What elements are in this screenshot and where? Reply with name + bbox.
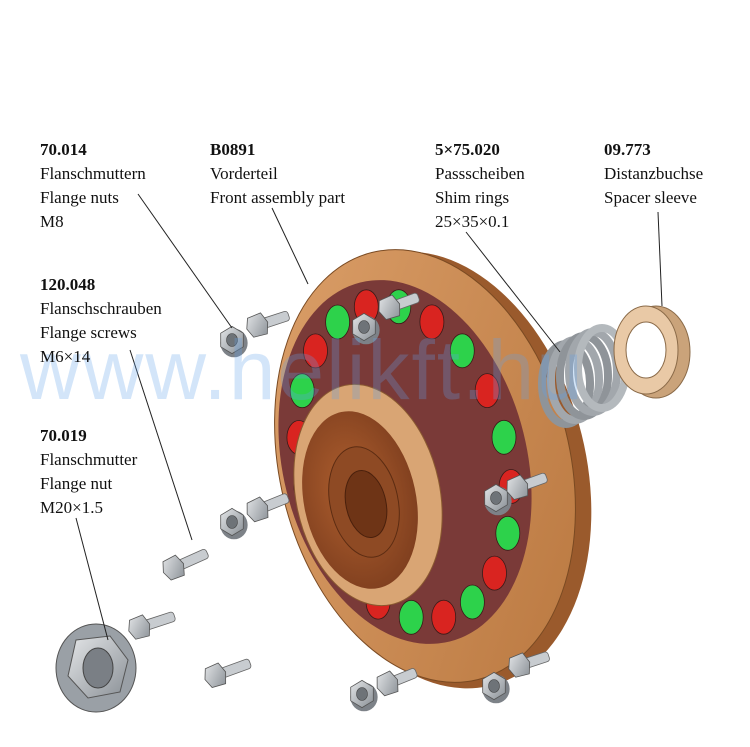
- stud-bolt: [508, 651, 550, 678]
- leader-flange-nut: [75, 517, 109, 641]
- german-name: Flanschmutter: [40, 450, 138, 469]
- flange-nut: [220, 507, 248, 540]
- magnet: [495, 515, 521, 551]
- magnet: [491, 419, 517, 455]
- leader-lines: [75, 193, 663, 641]
- part-number: 120.048: [40, 275, 96, 294]
- german-name: Flanschmuttern: [40, 164, 146, 183]
- bolt-head: [204, 662, 227, 688]
- english-name: Flange screws: [40, 323, 137, 342]
- stud-bolt: [246, 310, 290, 338]
- stud-bolt: [506, 472, 548, 500]
- magnet: [459, 584, 485, 620]
- nut-hole: [82, 647, 114, 689]
- bolt-head: [246, 496, 269, 523]
- part-number: 70.014: [40, 140, 87, 159]
- magnet: [431, 599, 457, 635]
- label-flange-nuts: 70.014 Flanschmuttern Flange nuts M8: [40, 138, 146, 234]
- german-name: Vorderteil: [210, 164, 278, 183]
- nut-hole: [488, 679, 500, 693]
- part-number: 70.019: [40, 426, 87, 445]
- leader-flange-nuts: [137, 193, 233, 329]
- spec: 25×35×0.1: [435, 212, 510, 231]
- bolt-head: [508, 652, 531, 678]
- flange-nut: [352, 312, 380, 345]
- magnet: [289, 373, 315, 409]
- spacer-sleeve: [613, 305, 691, 399]
- label-flange-nut: 70.019 Flanschmutter Flange nut M20×1.5: [40, 424, 137, 520]
- bolt-head: [378, 294, 401, 320]
- english-name: Spacer sleeve: [604, 188, 697, 207]
- spec: M6×14: [40, 347, 91, 366]
- stud-bolt: [246, 493, 290, 523]
- label-spacer: 09.773 Distanzbuchse Spacer sleeve: [604, 138, 703, 210]
- leader-spacer: [657, 211, 663, 307]
- hardware: [128, 292, 550, 712]
- flange-nut: [220, 325, 248, 358]
- german-name: Passscheiben: [435, 164, 525, 183]
- nut-hole: [356, 687, 368, 701]
- label-flange-screws: 120.048 Flanschschrauben Flange screws M…: [40, 273, 162, 369]
- label-shim-rings: 5×75.020 Passscheiben Shim rings 25×35×0…: [435, 138, 525, 234]
- german-name: Flanschschrauben: [40, 299, 162, 318]
- nut-hole: [226, 515, 238, 529]
- flange-screw: [204, 658, 252, 688]
- english-name: Shim rings: [435, 188, 510, 207]
- magnet: [474, 373, 500, 409]
- flange-screw: [128, 611, 176, 640]
- bolt-head: [246, 312, 269, 338]
- part-number: B0891: [210, 140, 256, 159]
- part-number: 5×75.020: [435, 140, 500, 159]
- flange-nut: [482, 671, 510, 704]
- nut-hole: [490, 491, 502, 505]
- leader-flange-screws: [129, 349, 193, 541]
- hub-bore-inner: [344, 469, 388, 539]
- bolt-head: [128, 614, 151, 640]
- flange-nut: [350, 679, 378, 712]
- english-name: Flange nuts: [40, 188, 119, 207]
- spec: M8: [40, 212, 64, 231]
- sleeve-hole: [625, 321, 667, 379]
- stud-bolt: [378, 292, 420, 320]
- spec: M20×1.5: [40, 498, 103, 517]
- magnet: [303, 333, 328, 369]
- magnet: [482, 555, 507, 591]
- large-flange-nut: [55, 623, 137, 713]
- magnet: [419, 304, 445, 340]
- german-name: Distanzbuchse: [604, 164, 704, 183]
- english-name: Front assembly part: [210, 188, 346, 207]
- magnet: [325, 304, 351, 340]
- stud-bolt: [376, 668, 418, 697]
- bolt-head: [506, 474, 529, 500]
- bolt-head: [162, 554, 185, 581]
- front-assembly-part: [274, 249, 592, 689]
- english-name: Flange nut: [40, 474, 113, 493]
- nut-hole: [358, 320, 370, 334]
- leader-shim-rings: [465, 231, 561, 353]
- shim-rings: [538, 324, 630, 428]
- label-front-part: B0891 Vorderteil Front assembly part: [210, 138, 345, 210]
- flange-screw: [162, 548, 209, 581]
- magnet: [449, 333, 475, 369]
- nut-hole: [226, 333, 238, 347]
- flange-nut: [484, 483, 512, 516]
- leader-front-part: [271, 207, 309, 285]
- bolt-head: [376, 670, 399, 697]
- magnet: [398, 599, 424, 635]
- part-number: 09.773: [604, 140, 651, 159]
